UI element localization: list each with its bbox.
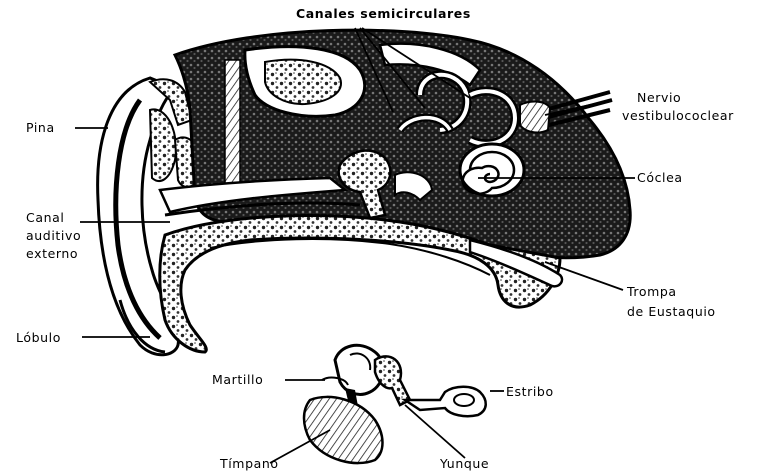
- label-auditivo: auditivo: [26, 228, 81, 243]
- label-nervio: Nervio: [637, 90, 681, 105]
- label-trompa: Trompa: [627, 284, 677, 299]
- label-canales-semicirculares: Canales semicirculares: [296, 6, 471, 21]
- ossicle-detail: [304, 345, 486, 463]
- label-pina: Pina: [26, 120, 55, 135]
- label-lobulo: Lóbulo: [16, 330, 61, 345]
- label-de-eustaquio: de Eustaquio: [627, 304, 716, 319]
- label-coclea: Cóclea: [637, 170, 683, 185]
- label-timpano: Tímpano: [220, 456, 279, 471]
- label-estribo: Estribo: [506, 384, 554, 399]
- cochlea-spiral: [460, 144, 524, 196]
- label-externo: externo: [26, 246, 78, 261]
- label-martillo: Martillo: [212, 372, 263, 387]
- label-vestibulococlear: vestibulococlear: [622, 108, 734, 123]
- label-canal: Canal: [26, 210, 64, 225]
- label-yunque: Yunque: [440, 456, 489, 471]
